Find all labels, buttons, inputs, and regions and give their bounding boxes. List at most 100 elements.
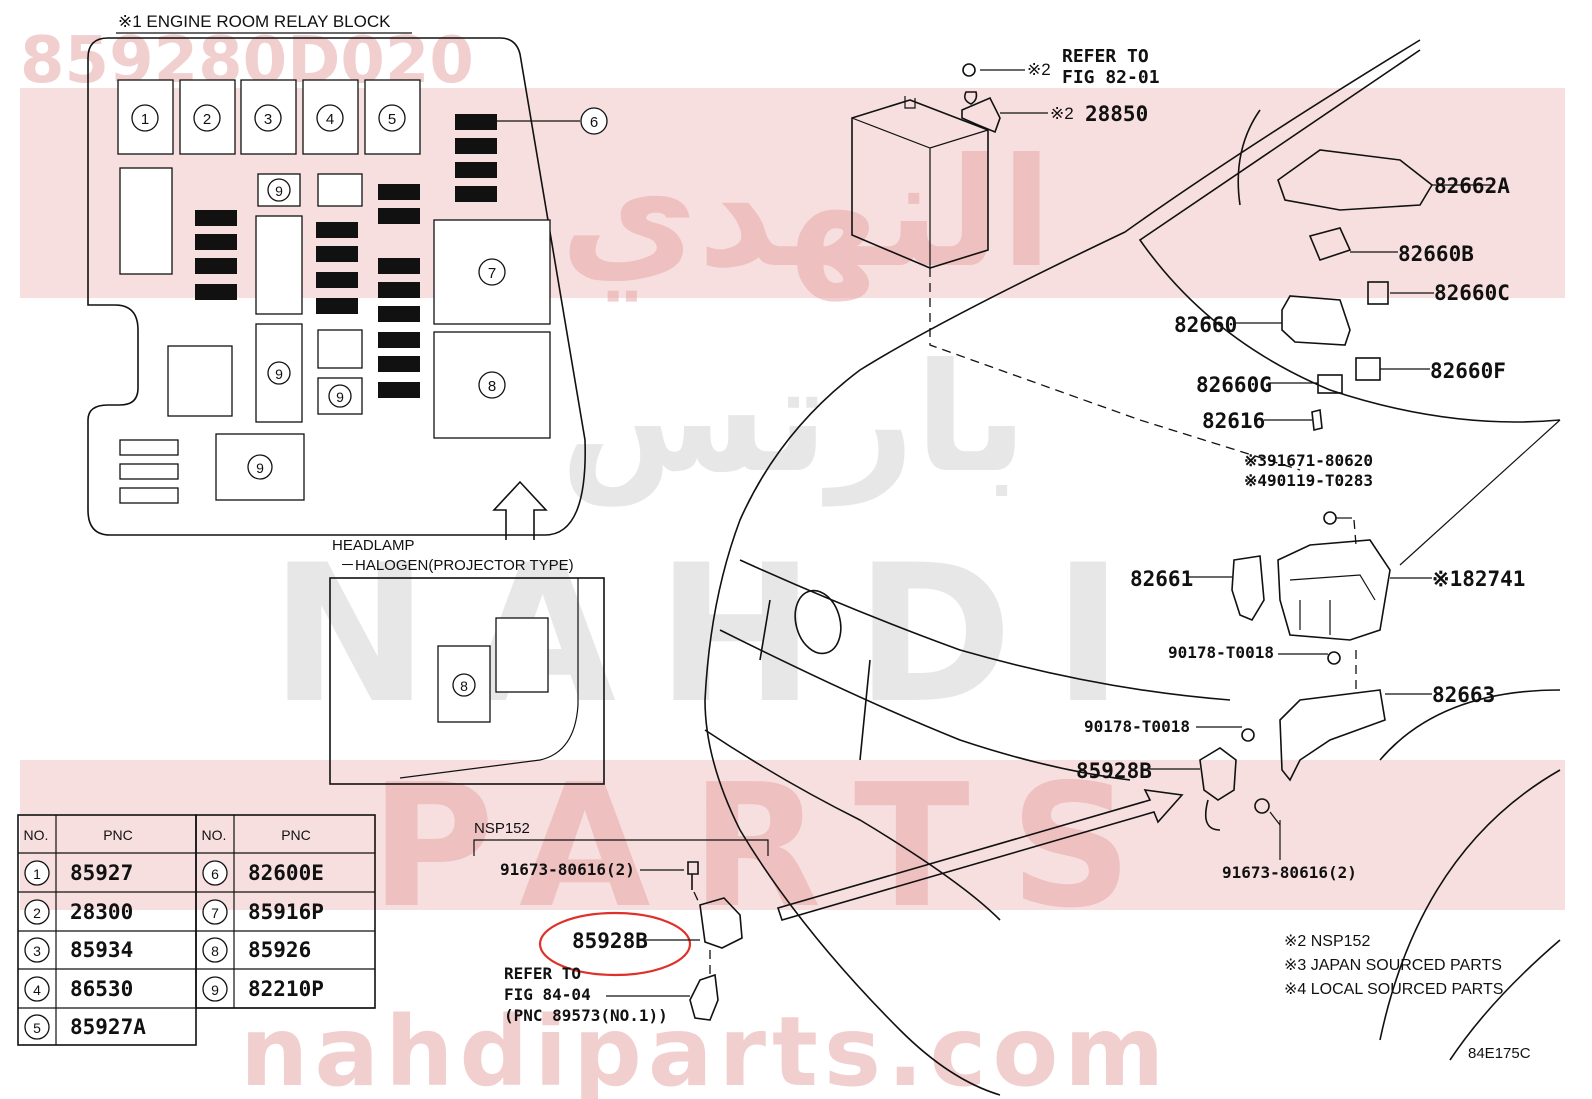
- svg-text:91673-80616(2): 91673-80616(2): [500, 860, 635, 879]
- headlamp-panel: HEADLAMP －HALOGEN(PROJECTOR TYPE) 8: [329, 537, 605, 785]
- hood-edge: [704, 39, 1421, 1096]
- highlight-ellipse: [538, 911, 692, 977]
- svg-text:2: 2: [33, 905, 41, 921]
- table-row: 1 85927: [24, 860, 133, 886]
- fuse-slot: [119, 487, 179, 504]
- svg-text:82661: 82661: [1130, 567, 1193, 591]
- watermark-url: nahdiparts.com: [240, 996, 1170, 1099]
- svg-text:(PNC 89573(NO.1)): (PNC 89573(NO.1)): [504, 1006, 668, 1025]
- label-nsp152: NSP152: [474, 820, 530, 837]
- svg-text:82660G: 82660G: [1196, 373, 1272, 397]
- nut-icon: [1241, 728, 1255, 742]
- headlamp-label-2: －HALOGEN(PROJECTOR TYPE): [340, 557, 574, 574]
- relay-slot: [167, 345, 233, 417]
- label-85928B-highlighted: 85928B: [572, 929, 648, 953]
- watermark-arabic-mid: بارتس: [560, 332, 1027, 507]
- relay-block-title: ※1 ENGINE ROOM RELAY BLOCK: [118, 12, 391, 31]
- svg-text:85934: 85934: [70, 938, 133, 962]
- number-circle-2: 2: [193, 104, 221, 132]
- svg-text:9: 9: [275, 183, 283, 199]
- nut-icon: [964, 91, 978, 105]
- headlamp-contour: [399, 578, 579, 779]
- fender-line: [1379, 689, 1561, 761]
- watermark-latin-mid: NAHDI: [270, 524, 1163, 745]
- svg-text:8: 8: [211, 943, 219, 959]
- svg-text:28300: 28300: [70, 900, 133, 924]
- fuse: [455, 138, 497, 154]
- relay-block-panel: ※1 ENGINE ROOM RELAY BLOCK 1 2 3 4 5 6 9: [87, 12, 608, 540]
- fuse: [195, 210, 237, 226]
- number-circle-7: 7: [478, 258, 506, 286]
- svg-text:FIG 84-04: FIG 84-04: [504, 985, 591, 1004]
- fuse: [378, 306, 420, 322]
- footnotes: ※2 NSP152 ※3 JAPAN SOURCED PARTS ※4 LOCA…: [1284, 933, 1531, 1062]
- svg-text:85928B: 85928B: [1076, 759, 1152, 783]
- svg-text:※182741: ※182741: [1432, 567, 1525, 591]
- table-header-no: NO.: [202, 827, 227, 843]
- number-circle-3: 3: [254, 104, 282, 132]
- svg-text:82660: 82660: [1174, 313, 1237, 337]
- number-circle-6: 6: [580, 107, 608, 135]
- svg-text:82660C: 82660C: [1434, 281, 1510, 305]
- table-header-pnc: PNC: [281, 827, 311, 843]
- number-circle-4: 4: [316, 104, 344, 132]
- arrow-right-icon: [776, 789, 1184, 921]
- svg-text:91673-80616(2): 91673-80616(2): [1222, 863, 1357, 882]
- note-japan: ※3 JAPAN SOURCED PARTS: [1284, 957, 1502, 974]
- fuse: [195, 234, 237, 250]
- svg-text:7: 7: [488, 265, 496, 282]
- fuse: [378, 208, 420, 224]
- svg-text:3: 3: [33, 943, 41, 959]
- svg-text:9: 9: [211, 982, 219, 998]
- table-row: 3 85934: [24, 937, 133, 963]
- svg-text:2: 2: [203, 111, 211, 128]
- nut-icon: [1327, 651, 1341, 665]
- dashed-guide: [929, 268, 1301, 471]
- relay-block-82660: [1281, 295, 1351, 346]
- relay-block-outline: [87, 37, 586, 536]
- fuse-82616: [1311, 409, 1323, 431]
- fuse: [316, 298, 358, 314]
- watermark-band-low: [20, 760, 1565, 910]
- sensor-85928B: [1199, 747, 1237, 831]
- bumper-lower: [704, 729, 1001, 921]
- connector-82660G: [1317, 374, 1343, 394]
- svg-text:※2: ※2: [1050, 104, 1074, 123]
- watermark: 859280D020 النهدي بارتس NAHDI PARTS nahd…: [20, 24, 1565, 1099]
- cover-82661: [1231, 555, 1265, 622]
- emblem: [794, 589, 842, 655]
- relay-slot: [119, 167, 173, 275]
- connector-82660F: [1355, 357, 1381, 381]
- grille-detail: [759, 599, 871, 761]
- bumper-line: [719, 629, 1131, 781]
- svg-text:85916P: 85916P: [248, 900, 324, 924]
- svg-text:6: 6: [590, 114, 598, 131]
- connector-82660C: [1367, 281, 1389, 305]
- connector-82660B: [1308, 227, 1352, 261]
- relay-block-82741: [1277, 539, 1391, 641]
- fuse: [316, 222, 358, 238]
- svg-text:82660B: 82660B: [1398, 242, 1474, 266]
- svg-text:5: 5: [33, 1020, 41, 1036]
- svg-text:4: 4: [33, 982, 41, 998]
- svg-text:8: 8: [488, 378, 496, 395]
- label-28850: 28850: [1085, 102, 1148, 126]
- table-row: 7 85916P: [202, 899, 324, 925]
- fuse: [378, 258, 420, 274]
- svg-text:85927: 85927: [70, 861, 133, 885]
- table-header-no: NO.: [24, 827, 49, 843]
- battery-clamp: [961, 96, 1001, 134]
- svg-text:1: 1: [33, 866, 41, 882]
- fuse: [316, 272, 358, 288]
- number-circle-8: 8: [478, 371, 506, 399]
- fuse: [378, 332, 420, 348]
- cover-82662A: [1277, 149, 1434, 211]
- number-circle-9: 9: [267, 178, 291, 202]
- svg-text:85927A: 85927A: [70, 1015, 146, 1039]
- svg-text:4: 4: [326, 111, 334, 128]
- headlamp-frame: [329, 577, 605, 785]
- svg-text:82616: 82616: [1202, 409, 1265, 433]
- fuse-slot: [119, 463, 179, 480]
- relay-slot: [317, 173, 363, 207]
- wheel-curve: [1449, 939, 1561, 1061]
